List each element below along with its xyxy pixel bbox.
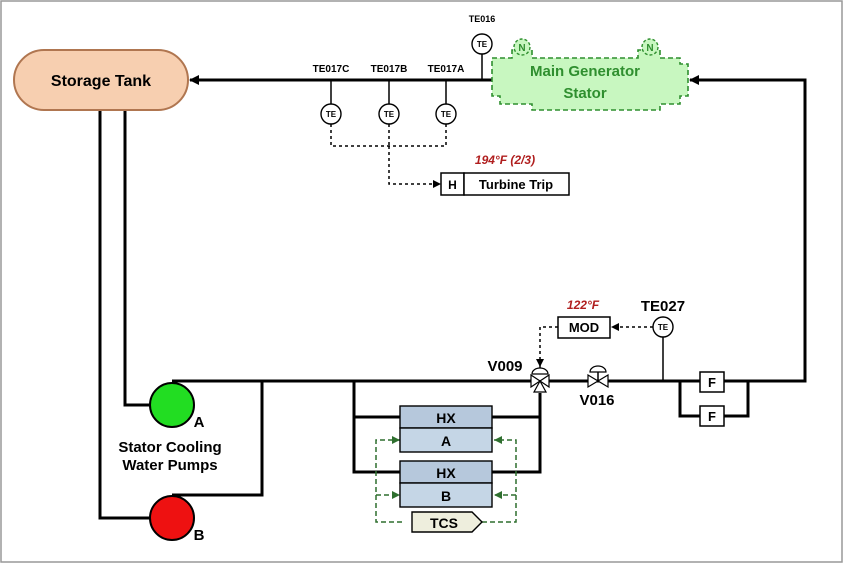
tcs-label: TCS <box>430 515 458 531</box>
heat-exchanger-a[interactable]: HX A <box>399 405 493 453</box>
tcs-arrow-hx-b-in <box>392 491 400 499</box>
te016-tag: TE016 <box>469 14 496 24</box>
generator-neutral-right: N <box>646 43 653 54</box>
pipe-hx-b-outlet <box>492 417 542 474</box>
pipe-filter-lower-out <box>724 381 750 418</box>
hx-a-unit: A <box>441 433 451 449</box>
hx-a-body <box>399 427 493 453</box>
generator-title-line2: Stator <box>563 85 607 102</box>
pumps-caption-line1: Stator Cooling <box>118 439 221 456</box>
main-generator[interactable]: N N Main Generator Stator <box>491 38 689 111</box>
te017a-tag: TE017A <box>428 64 465 75</box>
filter-upper-label: F <box>708 375 716 390</box>
mod-controller[interactable]: 122°F MOD <box>557 298 611 339</box>
sensor-te027[interactable]: TE TE027 <box>641 298 685 381</box>
pump-a[interactable]: A <box>149 382 205 431</box>
pipe-tank-to-pump-a <box>123 110 150 407</box>
generator-neutral-right-icon <box>641 38 659 56</box>
generator-neutral-left-icon <box>513 38 531 56</box>
sensor-te016[interactable]: TE TE016 <box>469 14 496 80</box>
te027-symbol: TE <box>658 323 669 332</box>
turbine-trip[interactable]: 194°F (2/3) H Turbine Trip <box>440 153 570 196</box>
pipe-pump-b-discharge <box>172 381 264 497</box>
pipe-hx-b-inlet <box>352 381 400 474</box>
generator-title-line1: Main Generator <box>530 63 640 80</box>
sensor-te017a[interactable]: TE TE017A <box>428 64 465 125</box>
turbine-trip-h-label: H <box>448 178 457 192</box>
valve-v016[interactable]: V016 <box>579 365 615 409</box>
pipe-filter-lower-in <box>678 381 700 418</box>
turbine-trip-box <box>463 172 570 196</box>
te017-signal-lines <box>330 124 447 188</box>
te017c-tag: TE017C <box>313 64 350 75</box>
signal-mod-to-v009 <box>536 326 558 367</box>
pumps-caption-line2: Water Pumps <box>122 457 217 474</box>
heat-exchanger-b[interactable]: HX B <box>399 460 493 508</box>
valve-v009[interactable]: V009 <box>487 358 550 393</box>
v016-label: V016 <box>579 392 614 409</box>
filter-lower-label: F <box>708 409 716 424</box>
pump-a-label: A <box>194 414 205 431</box>
tcs-tag-shape <box>411 511 483 533</box>
pipe-hx-a-outlet <box>492 393 542 419</box>
te027-tag: TE027 <box>641 298 685 315</box>
te016-icon <box>471 33 493 55</box>
sensor-te017b[interactable]: TE TE017B <box>371 64 408 125</box>
turbine-trip-setpoint: 194°F (2/3) <box>475 153 535 167</box>
generator-shape <box>491 49 689 111</box>
pipe-return-to-generator <box>689 75 807 383</box>
pump-b-label: B <box>194 527 205 544</box>
v009-body-right <box>538 373 550 389</box>
tcs-arrow-hx-a-out <box>494 436 502 444</box>
signal-to-turbine-trip <box>388 146 441 188</box>
tcs-return-right <box>482 439 517 523</box>
te017b-tag: TE017B <box>371 64 408 75</box>
v009-actuator-icon <box>531 367 549 375</box>
main-piping <box>98 75 807 520</box>
pump-b[interactable]: B <box>149 495 205 544</box>
filter-upper-box <box>699 371 725 393</box>
storage-tank[interactable]: Storage Tank <box>13 49 189 111</box>
filter-lower[interactable]: F <box>699 405 725 427</box>
generator-neutral-left: N <box>518 43 525 54</box>
tcs-supply-left <box>375 439 402 523</box>
pump-a-icon <box>149 382 195 428</box>
te017a-symbol: TE <box>441 110 452 119</box>
filter-lower-box <box>699 405 725 427</box>
v016-body-left <box>587 373 600 389</box>
pump-b-icon <box>149 495 195 541</box>
hx-b-body <box>399 482 493 508</box>
te017c-symbol: TE <box>326 110 337 119</box>
tcs-arrow-hx-a-in <box>392 436 400 444</box>
storage-tank-shape <box>13 49 189 111</box>
filter-upper[interactable]: F <box>699 371 725 393</box>
mod-setpoint: 122°F <box>567 298 600 312</box>
sensor-te017c[interactable]: TE TE017C <box>313 64 350 125</box>
mod-label: MOD <box>569 320 599 335</box>
hx-b-unit: B <box>441 488 451 504</box>
v016-body-right <box>596 373 609 389</box>
te017b-symbol: TE <box>384 110 395 119</box>
pipe-tank-to-pump-b <box>98 110 150 520</box>
hx-a-title: HX <box>436 410 456 426</box>
tcs-flow-arrows <box>392 436 502 499</box>
storage-tank-label: Storage Tank <box>51 73 151 90</box>
hx-b-title: HX <box>436 465 456 481</box>
tcs-arrow-hx-b-out <box>494 491 502 499</box>
te016-symbol: TE <box>477 40 488 49</box>
v009-body-bottom <box>532 379 548 393</box>
v009-label: V009 <box>487 358 522 375</box>
v016-handwheel-icon <box>589 365 607 373</box>
v009-body-left <box>530 373 542 389</box>
turbine-trip-label: Turbine Trip <box>479 177 553 192</box>
tcs-tag[interactable]: TCS <box>411 511 483 533</box>
